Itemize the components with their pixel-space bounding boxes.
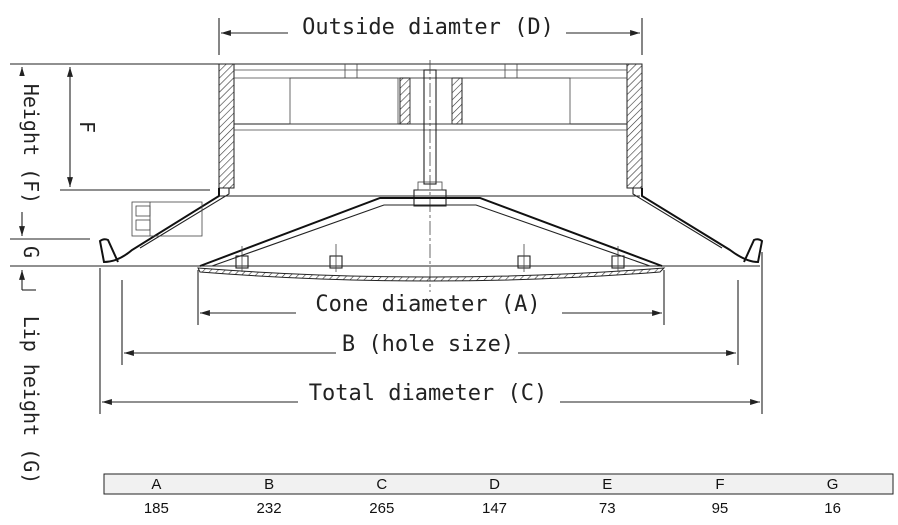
lip-height-label: Lip height (G): [19, 316, 43, 485]
height-f-dimension: F Height (F): [10, 63, 219, 236]
cone-diameter-dimension: Cone diameter (A): [197, 270, 665, 325]
table-header-f: F: [715, 476, 724, 493]
table-header-e: E: [602, 476, 612, 493]
bolt-icon: [329, 244, 343, 272]
cone-diameter-label: Cone diameter (A): [315, 292, 540, 317]
table-header-d: D: [489, 476, 500, 493]
table-header-g: G: [827, 476, 839, 493]
hole-size-dimension: B (hole size): [121, 280, 739, 365]
diffuser-neck: [218, 60, 643, 300]
outside-diameter-label: Outside diamter (D): [302, 15, 554, 40]
diffuser-outer-body: [98, 188, 764, 267]
table-value-a: 185: [144, 500, 169, 517]
total-diameter-dimension: Total diameter (C): [99, 252, 763, 414]
table-header-c: C: [376, 476, 387, 493]
f-label: F: [75, 121, 99, 133]
table-value-e: 73: [599, 500, 616, 517]
inner-cone: [197, 181, 666, 282]
bolt-icon: [235, 246, 249, 272]
table-header-a: A: [151, 476, 161, 493]
table-value-f: 95: [712, 500, 729, 517]
table-header-b: B: [264, 476, 274, 493]
total-diameter-label: Total diameter (C): [309, 381, 547, 406]
outside-diameter-dimension: Outside diamter (D): [218, 14, 643, 55]
table-value-c: 265: [369, 500, 394, 517]
table-value-g: 16: [824, 500, 841, 517]
g-label: G: [19, 246, 43, 258]
g-dimension: G Lip height (G): [10, 238, 110, 485]
table-value-b: 232: [257, 500, 282, 517]
dimensions-table: A 185 B 232 C 265 D 147 E 73 F 95 G 16: [103, 473, 894, 517]
height-f-label: Height (F): [19, 84, 43, 204]
table-value-d: 147: [482, 500, 507, 517]
bolt-icon: [517, 244, 531, 272]
hole-size-label: B (hole size): [342, 332, 514, 357]
bolt-icon: [611, 246, 625, 272]
